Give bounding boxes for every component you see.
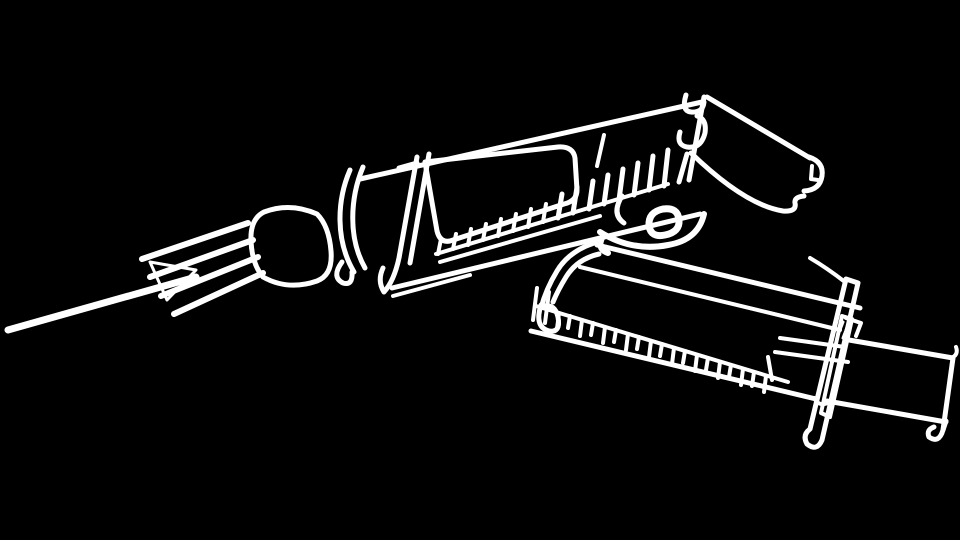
needle-icon: [4, 273, 200, 334]
finger-grip-ring: [645, 205, 683, 240]
plunger-thumb-cap: [801, 154, 825, 194]
needle-hub-collar: [139, 220, 266, 317]
hub-body: [248, 205, 334, 288]
barrel-end-hooks: [676, 92, 708, 150]
syringe-upper: [4, 92, 825, 334]
syringe-lower: [528, 238, 959, 450]
plunger-seal: [819, 314, 854, 419]
thumb-rest: [925, 345, 959, 442]
plunger-rod: [824, 337, 956, 425]
stray-tick: [766, 355, 774, 382]
stray-mark: [595, 133, 606, 168]
graduation-scale: [434, 147, 690, 264]
plunger-rod: [688, 94, 825, 214]
graduation-scale: [531, 286, 790, 394]
